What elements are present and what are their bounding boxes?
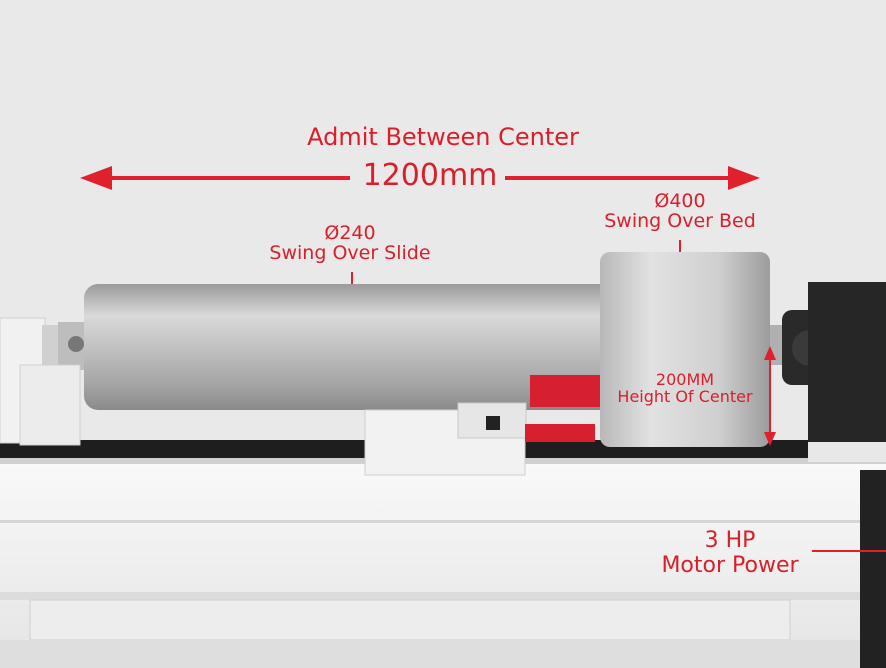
admit-between-center-title: Admit Between Center (307, 123, 579, 151)
tailstock (0, 317, 86, 446)
leader-lines (351, 240, 886, 552)
motor-power-text: Motor Power (661, 553, 799, 579)
chuck (770, 282, 886, 462)
swing-over-slide-dim: Ø240 (324, 222, 376, 244)
workpiece-small-diameter (84, 284, 624, 410)
swing-over-slide-label: Ø240 Swing Over Slide (245, 222, 455, 264)
machine-bed (0, 440, 886, 668)
motor-power-value: 3 HP (704, 528, 756, 553)
motor-power-label: 3 HP Motor Power (630, 528, 830, 579)
height-of-center-label: 200MM Height Of Center (600, 370, 770, 406)
length-value: 1200mm (362, 158, 498, 193)
workpiece-large-diameter (600, 252, 770, 447)
carriage (364, 402, 595, 476)
center-height-arrow (764, 346, 776, 446)
swing-over-slide-text: Swing Over Slide (269, 241, 431, 264)
height-of-center-text: Height Of Center (617, 386, 753, 406)
swing-over-bed-text: Swing Over Bed (604, 209, 756, 232)
length-dimension-arrow (80, 166, 760, 190)
height-of-center-dim: 200MM (655, 370, 715, 389)
swing-over-bed-label: Ø400 Swing Over Bed (590, 190, 770, 232)
swing-over-bed-dim: Ø400 (654, 190, 706, 212)
